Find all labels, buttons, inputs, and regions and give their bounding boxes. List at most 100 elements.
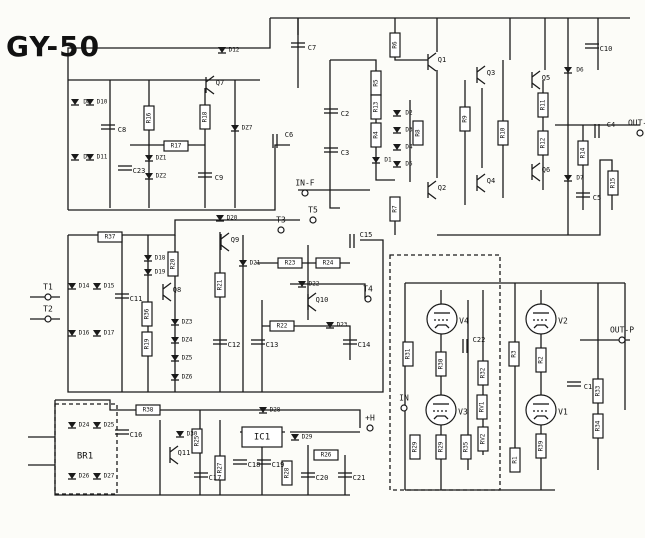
diode-d20: D20 xyxy=(216,215,238,222)
diode-label: D3 xyxy=(405,127,413,134)
resistor-r7: R7 xyxy=(389,196,401,222)
resistor-r36: R36 xyxy=(141,301,153,327)
terminal-label: T5 xyxy=(308,206,318,215)
capacitor-c14: C14 xyxy=(343,339,370,349)
resistor-label: R24 xyxy=(323,260,334,267)
transistor-label: Q1 xyxy=(438,56,446,64)
diode-label: D9 xyxy=(83,154,91,161)
diode-label: DZ1 xyxy=(156,155,167,162)
diode-d10: D10 xyxy=(86,99,108,106)
transistor-q6: Q6 xyxy=(531,162,550,182)
capacitor-c22: C22 xyxy=(462,336,486,353)
diode-d4: D4 xyxy=(393,144,413,151)
terminal-t1: T1 xyxy=(43,283,53,301)
capacitor-c8: C8 xyxy=(101,124,126,134)
component-label: RV1 xyxy=(479,401,486,412)
transistor-q7: Q7 xyxy=(205,75,224,95)
terminal-t2: T2 xyxy=(43,305,53,323)
resistor-r12: R12 xyxy=(537,130,549,156)
resistor-label: R15 xyxy=(610,177,617,188)
resistor-r1: R1 xyxy=(509,447,521,473)
schematic-title: GY-50 xyxy=(6,30,101,63)
diode-d8: D8 xyxy=(71,99,91,106)
diode-d26: D26 xyxy=(68,473,90,480)
capacitor-label: C13 xyxy=(266,341,279,349)
resistor-label: R16 xyxy=(146,112,153,123)
ic-ic1: IC1 xyxy=(241,426,283,448)
diode-dz3: DZ3 xyxy=(171,319,193,326)
diode-d30: D30 xyxy=(176,431,198,438)
diode-d19: D19 xyxy=(144,269,166,276)
diode-label: D7 xyxy=(576,175,584,182)
capacitor-label: C22 xyxy=(473,336,486,344)
other-labels-group: RV1 xyxy=(476,394,488,420)
resistor-r13: R13 xyxy=(370,94,382,120)
diode-d27: D27 xyxy=(93,473,115,480)
diode-d1: D1 xyxy=(372,157,392,164)
capacitor-c15: C15 xyxy=(349,231,372,248)
capacitor-c10: C10 xyxy=(585,43,613,53)
capacitor-c21: C21 xyxy=(338,472,365,482)
diode-label: D11 xyxy=(97,154,108,161)
diode-dz4: DZ4 xyxy=(171,337,193,344)
transistor-q5: Q5 xyxy=(531,70,550,90)
diode-label: DZ5 xyxy=(182,355,193,362)
resistor-r33: R33 xyxy=(592,378,604,404)
resistor-label: R22 xyxy=(277,323,288,330)
resistor-label: R8 xyxy=(415,129,422,137)
diode-label: D27 xyxy=(104,473,115,480)
resistor-r29b: R29 xyxy=(435,434,447,460)
diode-d14: D14 xyxy=(68,283,90,290)
capacitor-label: C10 xyxy=(600,45,613,53)
diode-d15: D15 xyxy=(93,283,115,290)
resistor-r22: R22 xyxy=(269,320,295,332)
diode-label: D2 xyxy=(405,110,413,117)
resistor-r34: R34 xyxy=(592,413,604,439)
terminal-outl: OUT-L xyxy=(628,119,645,137)
resistor-label: R20 xyxy=(170,258,177,269)
resistor-label: R28 xyxy=(284,467,291,478)
resistor-r38: R38 xyxy=(135,404,161,416)
diode-d16: D16 xyxy=(68,330,90,337)
resistor-label: R3 xyxy=(511,350,518,358)
capacitor-c2: C2 xyxy=(324,108,349,118)
tube-v2: V2 xyxy=(525,303,568,335)
diode-label: D29 xyxy=(302,434,313,441)
transistor-q1: Q1 xyxy=(427,52,446,72)
resistor-label: R2 xyxy=(538,356,545,364)
diode-d24: D24 xyxy=(68,422,90,429)
resistor-r32: R32 xyxy=(477,360,489,386)
diode-d5: D5 xyxy=(393,161,413,168)
diode-label: DZ6 xyxy=(182,374,193,381)
diode-label: D15 xyxy=(104,283,115,290)
resistor-label: R33 xyxy=(595,385,602,396)
resistor-label: R18 xyxy=(202,111,209,122)
diode-label: D23 xyxy=(337,322,348,329)
resistor-r37: R37 xyxy=(97,231,123,243)
resistor-label: R9 xyxy=(462,115,469,123)
capacitor-label: C6 xyxy=(285,131,293,139)
resistor-label: R7 xyxy=(392,205,399,213)
diode-d2: D2 xyxy=(393,110,413,117)
resistor-label: RV2 xyxy=(480,433,487,444)
resistor-label: R1 xyxy=(512,456,519,464)
diode-label: D26 xyxy=(79,473,90,480)
resistor-label: R12 xyxy=(540,137,547,148)
diode-dz5: DZ5 xyxy=(171,355,193,362)
diode-label: D1 xyxy=(384,157,392,164)
capacitor-label: C23 xyxy=(133,167,146,175)
terminal-outp: OUT-P xyxy=(610,326,634,344)
capacitor-label: C11 xyxy=(130,295,143,303)
diode-d25: D25 xyxy=(93,422,115,429)
resistor-label: R29 xyxy=(412,441,419,452)
resistor-r6: R6 xyxy=(389,32,401,58)
diode-label: D18 xyxy=(155,255,166,262)
tube-label: V3 xyxy=(458,408,468,417)
diode-label: D28 xyxy=(270,407,281,414)
tube-label: V4 xyxy=(459,317,469,326)
